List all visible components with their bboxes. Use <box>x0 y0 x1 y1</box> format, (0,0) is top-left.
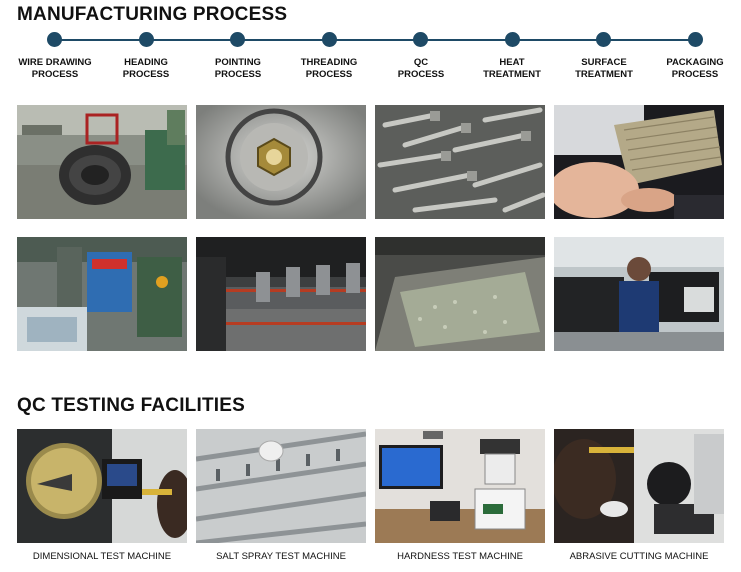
step-heading: HEADING PROCESS <box>96 57 196 81</box>
step-label-line2: TREATMENT <box>483 69 541 80</box>
step-label-line1: WIRE DRAWING <box>18 57 92 68</box>
timeline-dot <box>505 32 520 47</box>
step-label-line2: PROCESS <box>397 69 445 80</box>
timeline-dot <box>413 32 428 47</box>
hardness-test-photo <box>375 429 545 543</box>
pointing-photo <box>375 105 545 219</box>
step-label-line2: PROCESS <box>671 69 719 80</box>
timeline-dot <box>47 32 62 47</box>
step-pointing: POINTING PROCESS <box>188 57 288 81</box>
step-label-line1: SURFACE <box>581 57 627 68</box>
wire-drawing-photo <box>17 105 187 219</box>
step-label-line1: HEADING <box>124 57 168 68</box>
step-label-line2: PROCESS <box>31 69 79 80</box>
heat-treatment-photo <box>196 237 366 351</box>
caption-hardness-test: HARDNESS TEST MACHINE <box>397 551 523 562</box>
step-label-line2: TREATMENT <box>575 69 633 80</box>
qc-section-title: QC TESTING FACILITIES <box>17 395 245 416</box>
step-label-line1: QC <box>413 57 429 68</box>
step-threading: THREADING PROCESS <box>279 57 379 81</box>
step-label-line2: PROCESS <box>214 69 262 80</box>
timeline-dot <box>596 32 611 47</box>
page-title: MANUFACTURING PROCESS <box>17 4 288 25</box>
step-label-line2: PROCESS <box>305 69 353 80</box>
dimensional-test-photo <box>17 429 187 543</box>
threading-photo <box>554 105 724 219</box>
step-label-line1: THREADING <box>300 57 358 68</box>
step-label-line1: PACKAGING <box>666 57 724 68</box>
timeline-dot <box>139 32 154 47</box>
caption-dimensional-test: DIMENSIONAL TEST MACHINE <box>32 551 172 562</box>
step-label-line1: HEAT <box>499 57 525 68</box>
packaging-photo <box>554 237 724 351</box>
caption-salt-spray-test: SALT SPRAY TEST MACHINE <box>216 551 346 562</box>
process-timeline-line <box>54 39 696 41</box>
abrasive-cutting-photo <box>554 429 724 543</box>
salt-spray-test-photo <box>196 429 366 543</box>
timeline-dot <box>322 32 337 47</box>
step-qc: QC PROCESS <box>371 57 471 81</box>
step-label-line2: PROCESS <box>122 69 170 80</box>
timeline-dot <box>688 32 703 47</box>
caption-abrasive-cutting: ABRASIVE CUTTING MACHINE <box>569 551 709 562</box>
timeline-dot <box>230 32 245 47</box>
step-label-line1: POINTING <box>215 57 261 68</box>
step-surface-treatment: SURFACE TREATMENT <box>554 57 654 81</box>
qc-process-photo <box>17 237 187 351</box>
step-packaging: PACKAGING PROCESS <box>645 57 741 81</box>
step-wire-drawing: WIRE DRAWING PROCESS <box>5 57 105 81</box>
step-heat-treatment: HEAT TREATMENT <box>462 57 562 81</box>
surface-treatment-photo <box>375 237 545 351</box>
heading-photo <box>196 105 366 219</box>
